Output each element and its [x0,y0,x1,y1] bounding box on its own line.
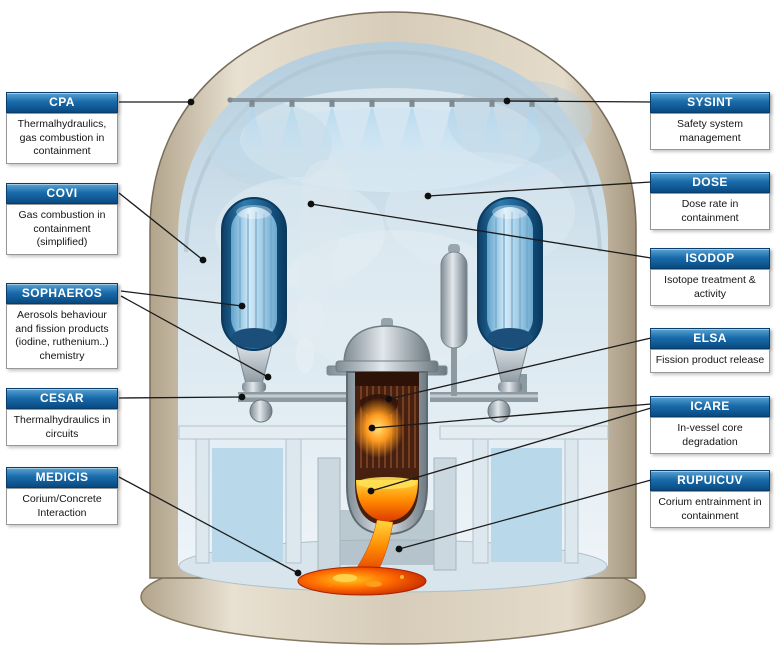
module-desc-rupuicuv: Corium entrainment in containment [650,491,770,529]
spray-system [213,97,573,192]
water-pool-left [212,448,283,562]
module-name-dose: DOSE [650,172,770,193]
module-desc-cpa: Thermalhydraulics, gas combustion in con… [6,113,118,164]
module-name-elsa: ELSA [650,328,770,349]
module-desc-covi: Gas combustion in containment (simplifie… [6,204,118,255]
module-desc-elsa: Fission product release [650,349,770,373]
module-desc-sophaeros: Aerosols behaviour and fission products … [6,304,118,369]
module-name-cesar: CESAR [6,388,118,409]
label-cpa: CPA Thermalhydraulics, gas combustion in… [6,92,118,164]
module-name-isodop: ISODOP [650,248,770,269]
module-desc-dose: Dose rate in containment [650,193,770,231]
water-pool-right [491,448,562,562]
spray-nozzles [237,100,547,158]
label-sysint: SYSINT Safety system management [650,92,770,151]
label-dose: DOSE Dose rate in containment [650,172,770,231]
label-icare: ICARE In-vessel core degradation [650,396,770,455]
corium-pool [297,566,427,596]
module-name-rupuicuv: RUPUICUV [650,470,770,491]
pressurizer [440,244,468,349]
label-rupuicuv: RUPUICUV Corium entrainment in containme… [650,470,770,529]
module-name-icare: ICARE [650,396,770,417]
module-name-sophaeros: SOPHAEROS [6,283,118,304]
dome-liner [184,49,602,253]
module-name-sysint: SYSINT [650,92,770,113]
label-sophaeros: SOPHAEROS Aerosols behaviour and fission… [6,283,118,369]
core-melt-glow [352,398,404,458]
corium-discharge [297,519,427,596]
pump-right [487,399,511,423]
label-cesar: CESAR Thermalhydraulics in circuits [6,388,118,447]
label-medicis: MEDICIS Corium/Concrete Interaction [6,467,118,526]
label-elsa: ELSA Fission product release [650,328,770,373]
label-isodop: ISODOP Isotope treatment & activity [650,248,770,307]
label-covi: COVI Gas combustion in containment (simp… [6,183,118,255]
module-desc-cesar: Thermalhydraulics in circuits [6,409,118,447]
pump-left [249,399,273,423]
module-desc-icare: In-vessel core degradation [650,417,770,455]
module-desc-isodop: Isotope treatment & activity [650,269,770,307]
module-name-covi: COVI [6,183,118,204]
module-name-cpa: CPA [6,92,118,113]
module-desc-medicis: Corium/Concrete Interaction [6,488,118,526]
module-desc-sysint: Safety system management [650,113,770,151]
module-name-medicis: MEDICIS [6,467,118,488]
